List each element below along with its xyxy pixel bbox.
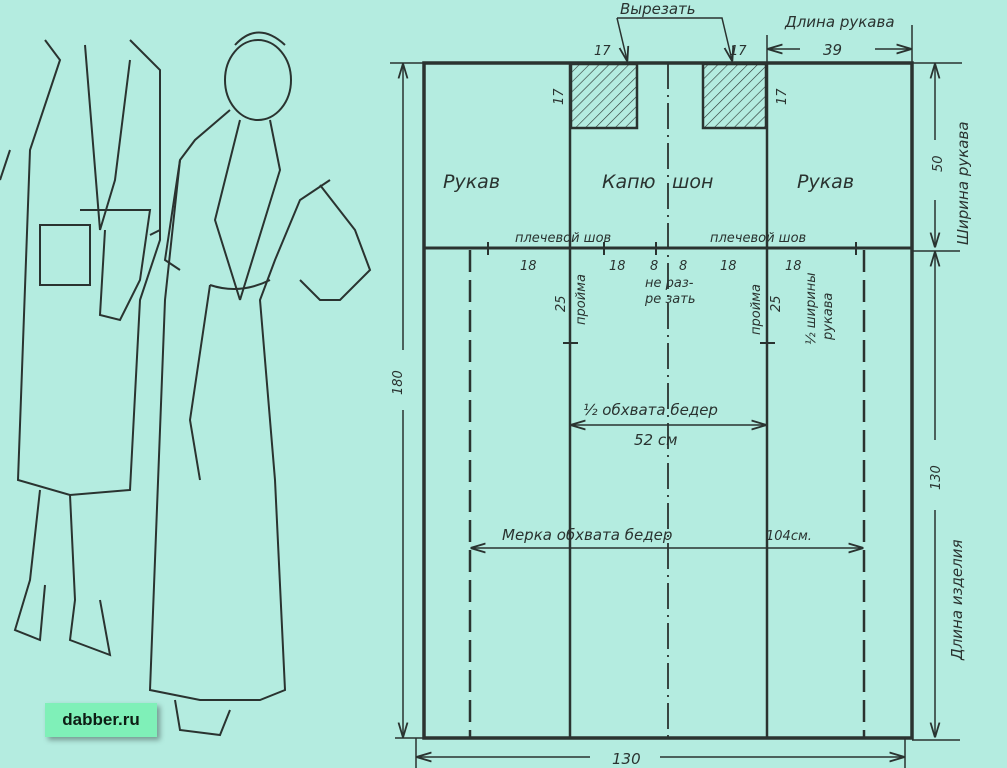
half-hip-value: 52 см bbox=[634, 431, 677, 449]
sleeve-width-label: Ширина рукава bbox=[954, 121, 972, 245]
sleeve-length-label: Длина рукава bbox=[784, 13, 895, 31]
garment-length-value: 130 bbox=[929, 465, 944, 490]
sleeve-length-value: 39 bbox=[823, 41, 842, 59]
sleeve-width-value: 50 bbox=[931, 155, 946, 172]
figure-robe-short bbox=[0, 39, 161, 657]
notch-height-right: 17 bbox=[775, 88, 790, 105]
half-hip-label: ½ обхвата бедер bbox=[583, 401, 718, 419]
dimension-lines bbox=[390, 25, 962, 768]
hood-label-a: Капю bbox=[602, 171, 656, 193]
armhole-right-label: пройма bbox=[749, 284, 764, 335]
notch-height-left: 17 bbox=[552, 88, 567, 105]
sleeve-right-label: Рукав bbox=[797, 171, 854, 193]
hood-label-b: шон bbox=[672, 171, 713, 193]
cut-out-label: Вырезать bbox=[620, 0, 696, 18]
hip-measure-value: 104см. bbox=[766, 529, 812, 544]
garment-length-label: Длина изделия bbox=[948, 539, 966, 661]
shoulder-seam-right-label: плечевой шов bbox=[710, 231, 806, 246]
tick-marks bbox=[487, 242, 857, 344]
shoulder-seam-left-label: плечевой шов bbox=[515, 231, 611, 246]
figure-robe-long bbox=[148, 31, 372, 737]
do-not-cut-b: ре зать bbox=[644, 292, 696, 307]
total-height-value: 180 bbox=[391, 370, 406, 395]
do-not-cut-a: не раз- bbox=[645, 276, 694, 291]
sleeve-left-label: Рукав bbox=[443, 171, 500, 193]
armhole-depth-right: 25 bbox=[769, 295, 784, 312]
fabric-width-value: 130 bbox=[612, 750, 641, 768]
notch-width-left: 17 bbox=[594, 44, 611, 59]
segment-18-d: 18 bbox=[785, 259, 802, 274]
cut-notch-left bbox=[569, 62, 639, 130]
half-sleeve-width-a: ½ ширины bbox=[804, 272, 819, 345]
cut-notch-right bbox=[701, 62, 768, 130]
segment-18-a: 18 bbox=[520, 259, 537, 274]
half-sleeve-width-b: рукава bbox=[821, 293, 836, 341]
segment-18-b: 18 bbox=[609, 259, 626, 274]
watermark: dabber.ru bbox=[45, 703, 157, 737]
segment-18-c: 18 bbox=[720, 259, 737, 274]
segment-8-b: 8 bbox=[679, 259, 687, 274]
hip-measure-label: Мерка обхвата бедер bbox=[502, 526, 672, 544]
armhole-depth-left: 25 bbox=[554, 295, 569, 312]
armhole-left-label: пройма bbox=[574, 274, 589, 325]
cut-pointer-lines bbox=[616, 17, 732, 60]
notch-width-right: 17 bbox=[730, 44, 747, 59]
segment-8-a: 8 bbox=[650, 259, 658, 274]
